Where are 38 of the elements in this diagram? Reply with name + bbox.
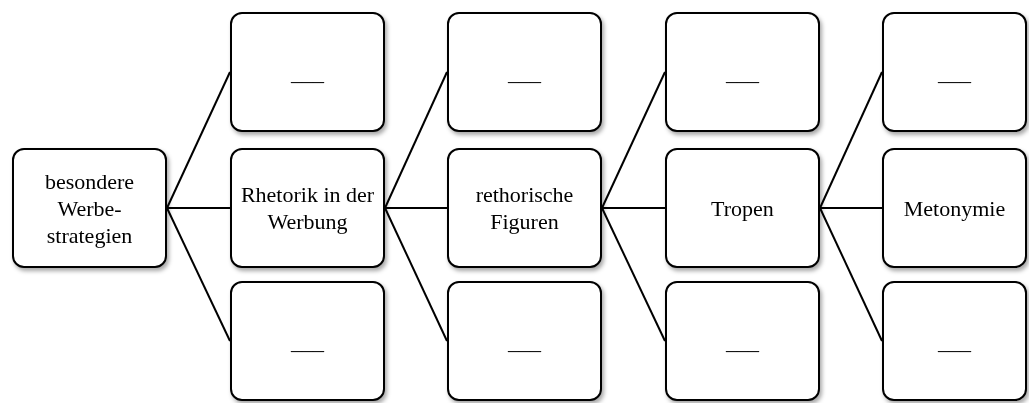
connector-line: [166, 207, 231, 209]
rounded-box: [882, 12, 1027, 132]
connector-line: [384, 207, 448, 209]
box-text: ___: [291, 327, 324, 355]
connector-line: [384, 71, 448, 209]
connector-line: [601, 207, 666, 209]
box-text: ___: [508, 327, 541, 355]
box-text: ___: [508, 58, 541, 86]
rounded-box: [230, 12, 385, 132]
box-text: Rhetorik in der Werbung: [239, 181, 376, 235]
box-text: ___: [938, 58, 971, 86]
rounded-box: [447, 281, 602, 401]
box-text: rethorische Figuren: [474, 181, 575, 235]
rounded-box: [230, 148, 385, 268]
box-text: besondere Werbe-strategien: [43, 167, 136, 249]
rounded-box: [230, 281, 385, 401]
box-text: ___: [938, 327, 971, 355]
rounded-box: [447, 12, 602, 132]
rounded-box: [665, 12, 820, 132]
connector-line: [166, 207, 231, 342]
box-text: ___: [291, 58, 324, 86]
rounded-box: [882, 148, 1027, 268]
box-text: Metonymie: [903, 194, 1006, 222]
box-text: ___: [726, 58, 759, 86]
connector-line: [601, 207, 666, 342]
rounded-box: [665, 148, 820, 268]
connector-line: [819, 71, 883, 209]
box-text: Tropen: [711, 194, 774, 222]
rounded-box: [12, 148, 167, 268]
box-text: ___: [726, 327, 759, 355]
connector-line: [819, 207, 883, 209]
connector-line: [819, 207, 883, 342]
connector-line: [166, 71, 231, 209]
rounded-box: [447, 148, 602, 268]
rounded-box: [882, 281, 1027, 401]
rounded-box: [665, 281, 820, 401]
connector-line: [601, 71, 666, 209]
connector-line: [384, 207, 448, 342]
